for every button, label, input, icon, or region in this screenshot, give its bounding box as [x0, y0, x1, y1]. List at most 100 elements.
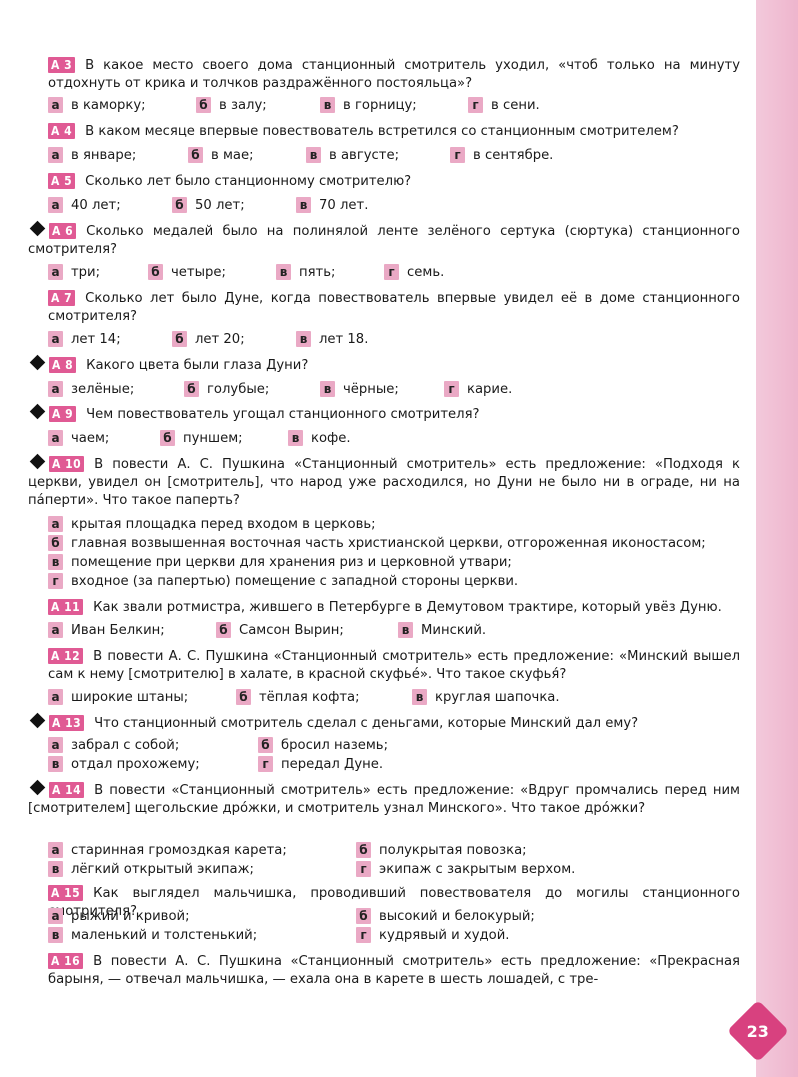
option-marker[interactable]: г: [450, 147, 465, 163]
option-marker[interactable]: а: [48, 622, 63, 638]
question-text: В повести А. С. Пушкина «Станционный смо…: [48, 954, 740, 987]
option-text: голубые;: [207, 382, 270, 397]
option-marker[interactable]: в: [48, 861, 63, 877]
option-text: пуншем;: [183, 431, 243, 446]
question-label: А 13: [49, 715, 85, 731]
option-text: зелёные;: [71, 382, 135, 397]
option-marker[interactable]: б: [196, 97, 211, 113]
question-label: А 8: [49, 357, 77, 373]
option-marker[interactable]: а: [48, 197, 63, 213]
question-text: В каком месяце впервые повествователь вс…: [85, 124, 679, 139]
option-marker[interactable]: а: [48, 430, 63, 446]
question-label: А 3: [48, 57, 76, 73]
option-text: крытая площадка перед входом в церковь;: [71, 517, 376, 532]
option-marker[interactable]: б: [148, 264, 163, 280]
option-marker[interactable]: б: [216, 622, 231, 638]
option-marker[interactable]: г: [468, 97, 483, 113]
option-marker[interactable]: а: [48, 381, 63, 397]
option-marker[interactable]: б: [160, 430, 175, 446]
option-text: Иван Белкин;: [71, 623, 165, 638]
option-marker[interactable]: б: [236, 689, 251, 705]
option-text: забрал с собой;: [71, 738, 180, 753]
option-marker[interactable]: а: [48, 842, 63, 858]
question-text: В какое место своего дома станционный см…: [48, 58, 740, 91]
option-marker[interactable]: в: [296, 331, 311, 347]
option-text: помещение при церкви для хранения риз и …: [71, 555, 512, 570]
option-a10-a: а крытая площадка перед входом в церковь;: [48, 516, 376, 534]
option-marker[interactable]: в: [398, 622, 413, 638]
option-text: 70 лет.: [319, 198, 369, 213]
option-marker[interactable]: б: [172, 197, 187, 213]
question-text: Сколько лет было Дуне, когда повествоват…: [48, 291, 740, 324]
option-marker[interactable]: г: [258, 756, 273, 772]
option-marker[interactable]: в: [306, 147, 321, 163]
option-marker[interactable]: г: [384, 264, 399, 280]
option-marker[interactable]: а: [48, 689, 63, 705]
option-marker[interactable]: б: [258, 737, 273, 753]
option-text: в сентябре.: [473, 148, 554, 163]
option-marker[interactable]: б: [356, 842, 371, 858]
question-text: В повести А. С. Пушкина «Станционный смо…: [28, 457, 740, 508]
option-text: 50 лет;: [195, 198, 245, 213]
question-label: А 15: [48, 885, 84, 901]
option-marker[interactable]: в: [320, 97, 335, 113]
option-marker[interactable]: г: [444, 381, 459, 397]
option-marker[interactable]: в: [320, 381, 335, 397]
option-text: в горницу;: [343, 98, 417, 113]
option-marker[interactable]: б: [48, 535, 63, 551]
option-text: в январе;: [71, 148, 137, 163]
option-text: в мае;: [211, 148, 254, 163]
question-text: Как выглядел мальчишка, проводивший пове…: [48, 886, 740, 919]
option-text: чаем;: [71, 431, 110, 446]
question-label: А 12: [48, 648, 84, 664]
option-marker[interactable]: г: [356, 861, 371, 877]
option-text: четыре;: [171, 265, 226, 280]
option-text: полукрытая повозка;: [379, 843, 527, 858]
option-marker[interactable]: в: [288, 430, 303, 446]
option-marker[interactable]: в: [296, 197, 311, 213]
option-marker[interactable]: а: [48, 264, 63, 280]
option-text: в августе;: [329, 148, 400, 163]
option-marker[interactable]: в: [412, 689, 427, 705]
option-text: отдал прохожему;: [71, 757, 200, 772]
option-text: экипаж с закрытым верхом.: [379, 862, 576, 877]
option-text: рыжий и кривой;: [71, 909, 190, 924]
option-marker[interactable]: а: [48, 516, 63, 532]
question-text: В повести «Станционный смотритель» есть …: [28, 783, 740, 816]
option-marker[interactable]: в: [48, 927, 63, 943]
option-text: главная возвышенная восточная часть хрис…: [71, 536, 706, 551]
diamond-icon: [29, 779, 46, 796]
question-label: А 7: [48, 290, 76, 306]
option-marker[interactable]: в: [48, 756, 63, 772]
question-label: А 10: [49, 456, 85, 472]
option-text: круглая шапочка.: [435, 690, 560, 705]
option-text: пять;: [299, 265, 336, 280]
question-text: Сколько медалей было на полинялой ленте …: [28, 224, 740, 257]
option-marker[interactable]: г: [356, 927, 371, 943]
option-marker[interactable]: а: [48, 147, 63, 163]
option-text: бросил наземь;: [281, 738, 389, 753]
option-marker[interactable]: б: [172, 331, 187, 347]
option-text: высокий и белокурый;: [379, 909, 535, 924]
option-marker[interactable]: а: [48, 737, 63, 753]
option-marker[interactable]: в: [48, 554, 63, 570]
option-marker[interactable]: в: [276, 264, 291, 280]
option-marker[interactable]: б: [188, 147, 203, 163]
option-marker[interactable]: а: [48, 331, 63, 347]
option-marker[interactable]: б: [184, 381, 199, 397]
diamond-icon: [29, 220, 46, 237]
option-marker[interactable]: г: [48, 573, 63, 589]
option-marker[interactable]: а: [48, 908, 63, 924]
option-text: в сени.: [491, 98, 540, 113]
option-marker[interactable]: б: [356, 908, 371, 924]
option-marker[interactable]: а: [48, 97, 63, 113]
option-text: тёплая кофта;: [259, 690, 360, 705]
option-text: 40 лет;: [71, 198, 121, 213]
option-text: карие.: [467, 382, 513, 397]
